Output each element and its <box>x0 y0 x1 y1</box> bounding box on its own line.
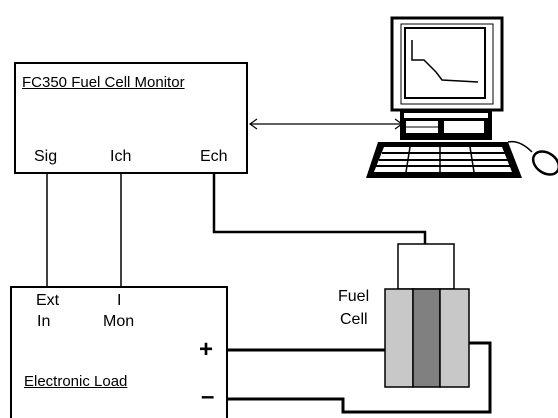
i-mon-label-line1: I <box>117 292 122 309</box>
fuel-cell-label-line1: Fuel <box>338 288 370 305</box>
ext-in-label-line1: Ext <box>36 292 60 309</box>
computer-icon <box>390 16 504 140</box>
fuel-cell-drawing <box>384 243 470 388</box>
fuel-cell-middle-plate <box>412 288 441 388</box>
ich-port-label: Ich <box>110 148 132 165</box>
ech-wire <box>212 173 427 244</box>
fc350-monitor-box <box>14 62 248 174</box>
fuel-cell-label-line2: Cell <box>340 311 368 328</box>
electronic-load-box <box>10 286 228 418</box>
fuel-cell-cap <box>397 243 455 290</box>
plus-terminal-label: + <box>199 336 214 363</box>
double-arrow-icon <box>248 118 404 130</box>
mouse-icon <box>507 140 558 176</box>
fuel-cell-left-plate <box>384 288 414 388</box>
keyboard-icon <box>366 142 522 178</box>
monitor-title: FC350 Fuel Cell Monitor <box>22 74 185 91</box>
fuel-cell-right-plate <box>439 288 470 388</box>
ext-in-label-line2: In <box>37 313 51 330</box>
i-mon-label-line2: Mon <box>103 313 135 330</box>
ech-port-label: Ech <box>200 148 228 165</box>
minus-terminal-label: – <box>201 383 215 410</box>
sig-port-label: Sig <box>34 148 58 165</box>
minus-wire <box>226 341 492 414</box>
load-title: Electronic Load <box>24 373 128 390</box>
